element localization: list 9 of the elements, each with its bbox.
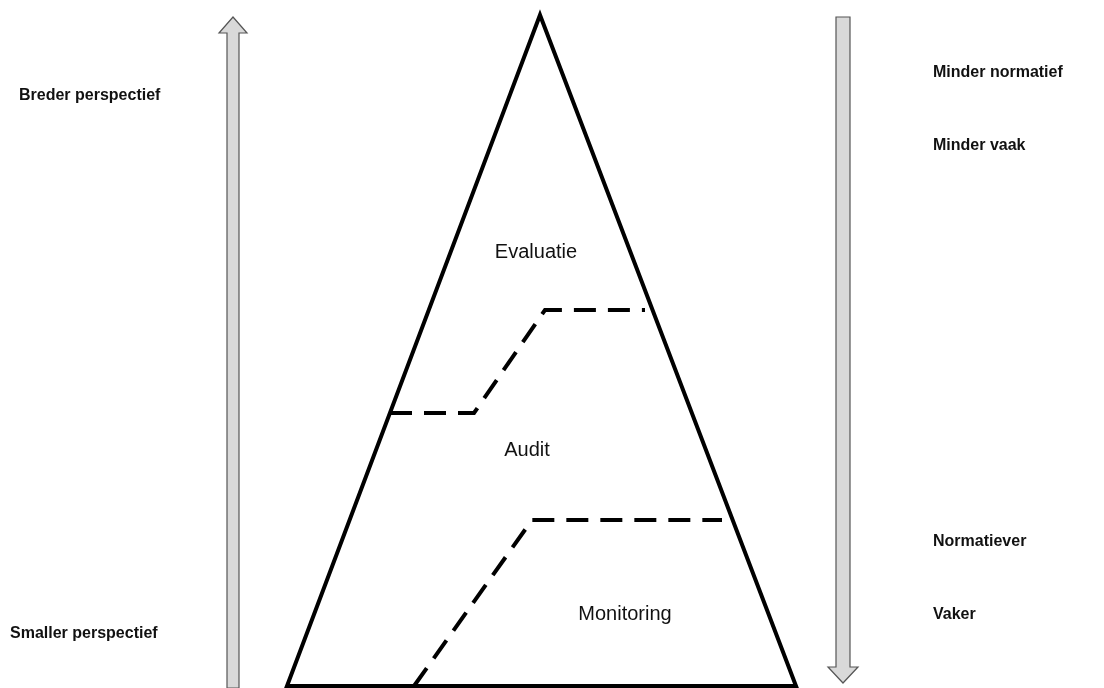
layer-label: Monitoring <box>578 601 672 625</box>
side-label: Minder vaak <box>933 136 1026 154</box>
layer-label: Audit <box>504 437 550 461</box>
layer-label: Evaluatie <box>494 239 578 263</box>
side-label: Normatiever <box>933 532 1027 550</box>
side-label: Minder normatief <box>933 63 1063 81</box>
side-label: Smaller perspectief <box>10 624 158 642</box>
side-label: Vaker <box>933 605 976 623</box>
side-label: Breder perspectief <box>19 86 161 104</box>
